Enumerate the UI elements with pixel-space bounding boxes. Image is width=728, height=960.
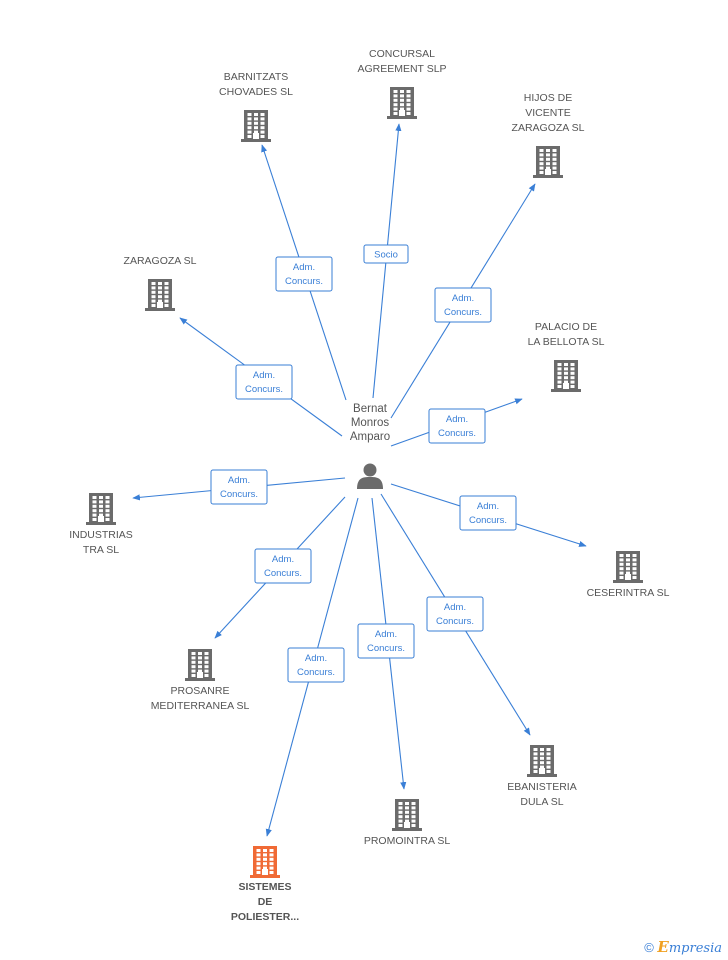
role-badge-promointra[interactable]: Adm.Concurs. [357, 623, 415, 659]
role-badge-text: Adm.Concurs. [438, 414, 476, 439]
company-label-barnitzats-line: BARNITZATS [224, 71, 289, 83]
role-badge-ebanisteria[interactable]: Adm.Concurs. [426, 596, 484, 632]
company-label-sistemes-line: POLIESTER... [231, 911, 299, 923]
role-badge-barnitzats[interactable]: Adm.Concurs. [275, 256, 333, 292]
role-badge-industrias[interactable]: Adm.Concurs. [210, 469, 268, 505]
building-icon-hijos[interactable] [533, 146, 563, 178]
company-label-sistemes: SISTEMES DE POLIESTER... [231, 881, 299, 923]
role-badge-text: Socio [374, 250, 398, 261]
company-label-ceserintra: CESERINTRA SL [587, 587, 670, 599]
company-label-concursal: CONCURSAL AGREEMENT SLP [357, 48, 446, 75]
building-icon-ceserintra[interactable] [613, 551, 643, 583]
company-label-palacio: PALACIO DE LA BELLOTA SL [528, 321, 605, 348]
company-label-sistemes-line: DE [258, 896, 273, 908]
company-label-hijos-line: ZARAGOZA SL [512, 122, 585, 134]
role-badge-text: Adm.Concurs. [436, 602, 474, 627]
empresia-footer[interactable]: © Empresia [644, 938, 722, 956]
building-icon-industrias[interactable] [86, 493, 116, 525]
company-label-ebanisteria: EBANISTERIA DULA SL [507, 781, 576, 808]
company-label-barnitzats-line: CHOVADES SL [219, 86, 293, 98]
building-icon-concursal[interactable] [387, 87, 417, 119]
company-label-prosanre-line: PROSANRE [171, 685, 230, 697]
person-name-line: Monros [351, 417, 390, 429]
building-icon-zaragoza[interactable] [145, 279, 175, 311]
role-badge-ceserintra[interactable]: Adm.Concurs. [459, 495, 517, 531]
role-badge-text: Adm.Concurs. [444, 293, 482, 318]
company-label-palacio-line: LA BELLOTA SL [528, 336, 605, 348]
role-badge-hijos[interactable]: Adm.Concurs. [434, 287, 492, 323]
company-label-ebanisteria-line: EBANISTERIA [507, 781, 576, 793]
role-badge-text: Adm.Concurs. [264, 554, 302, 579]
role-badge-text: Adm.Concurs. [220, 475, 258, 500]
company-label-zaragoza: ZARAGOZA SL [124, 255, 197, 267]
company-label-concursal-line: AGREEMENT SLP [357, 63, 446, 75]
company-label-industrias-line: TRA SL [83, 544, 119, 556]
building-icon-ebanisteria[interactable] [527, 745, 557, 777]
role-badge-text: Adm.Concurs. [245, 370, 283, 395]
company-label-sistemes-line: SISTEMES [238, 881, 291, 893]
company-label-ebanisteria-line: DULA SL [520, 796, 563, 808]
role-badge-text: Adm.Concurs. [285, 262, 323, 287]
person-icon[interactable] [357, 463, 383, 490]
role-badge-text: Adm.Concurs. [469, 501, 507, 526]
building-icon-prosanre[interactable] [185, 649, 215, 681]
role-badge-sistemes[interactable]: Adm.Concurs. [287, 647, 345, 683]
company-label-concursal-line: CONCURSAL [369, 48, 435, 60]
company-label-palacio-line: PALACIO DE [535, 321, 597, 333]
company-label-promointra-line: PROMOINTRA SL [364, 835, 451, 847]
person-name-line: Amparo [350, 431, 390, 443]
role-badge-text: Adm.Concurs. [297, 653, 335, 678]
company-label-prosanre: PROSANRE MEDITERRANEA SL [151, 685, 250, 712]
company-label-hijos-line: HIJOS DE [524, 92, 572, 104]
company-label-ceserintra-line: CESERINTRA SL [587, 587, 670, 599]
company-label-industrias-line: INDUSTRIAS [69, 529, 133, 541]
role-badge-text: Adm.Concurs. [367, 629, 405, 654]
building-icon-sistemes[interactable] [250, 846, 280, 878]
company-label-industrias: INDUSTRIAS TRA SL [69, 529, 133, 556]
building-icon-barnitzats[interactable] [241, 110, 271, 142]
company-label-hijos: HIJOS DE VICENTE ZARAGOZA SL [512, 92, 585, 134]
person-name-line: Bernat [353, 403, 388, 415]
copyright-symbol: © [644, 940, 654, 955]
company-label-prosanre-line: MEDITERRANEA SL [151, 700, 250, 712]
role-badge-concursal[interactable]: Socio [363, 244, 409, 264]
company-label-barnitzats: BARNITZATS CHOVADES SL [219, 71, 293, 98]
empresia-logo: Empresia [657, 938, 722, 956]
company-label-hijos-line: VICENTE [525, 107, 571, 119]
role-badge-palacio[interactable]: Adm.Concurs. [428, 408, 486, 444]
role-badge-prosanre[interactable]: Adm.Concurs. [254, 548, 312, 584]
building-icon-promointra[interactable] [392, 799, 422, 831]
role-badge-zaragoza[interactable]: Adm.Concurs. [235, 364, 293, 400]
building-icon-palacio[interactable] [551, 360, 581, 392]
company-label-zaragoza-line: ZARAGOZA SL [124, 255, 197, 267]
company-label-promointra: PROMOINTRA SL [364, 835, 451, 847]
